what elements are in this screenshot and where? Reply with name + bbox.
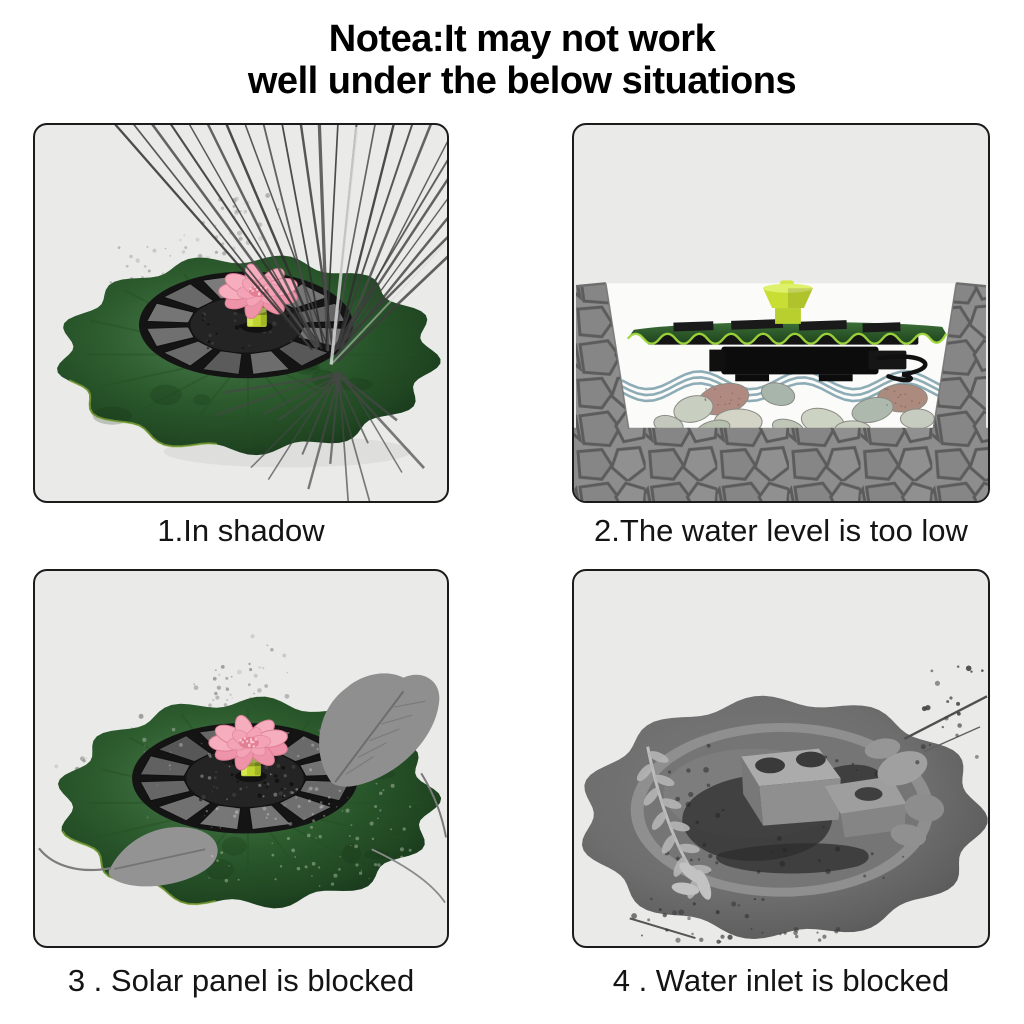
page-title-line2: well under the below situations [247, 60, 797, 102]
in-shadow-illustration [57, 125, 447, 501]
solar-blocked-illustration [38, 634, 447, 909]
panel-in-shadow [33, 123, 449, 503]
caption-inlet-blocked: 4 . Water inlet is blocked [612, 963, 950, 998]
page-title: Notea:It may not work well under the bel… [0, 18, 1024, 102]
caption-water-level: 2.The water level is too low [594, 513, 968, 548]
inlet-blocked-illustration [581, 665, 988, 944]
caption-in-shadow: 1.In shadow [157, 513, 325, 548]
low-water-illustration [574, 280, 988, 501]
caption-solar-blocked: 3 . Solar panel is blocked [67, 963, 415, 998]
panel-inlet-blocked [572, 569, 990, 948]
panel-solar-blocked [33, 569, 449, 948]
panel-water-level-low [572, 123, 990, 503]
page-title-line1: Notea:It may not work [328, 18, 716, 60]
